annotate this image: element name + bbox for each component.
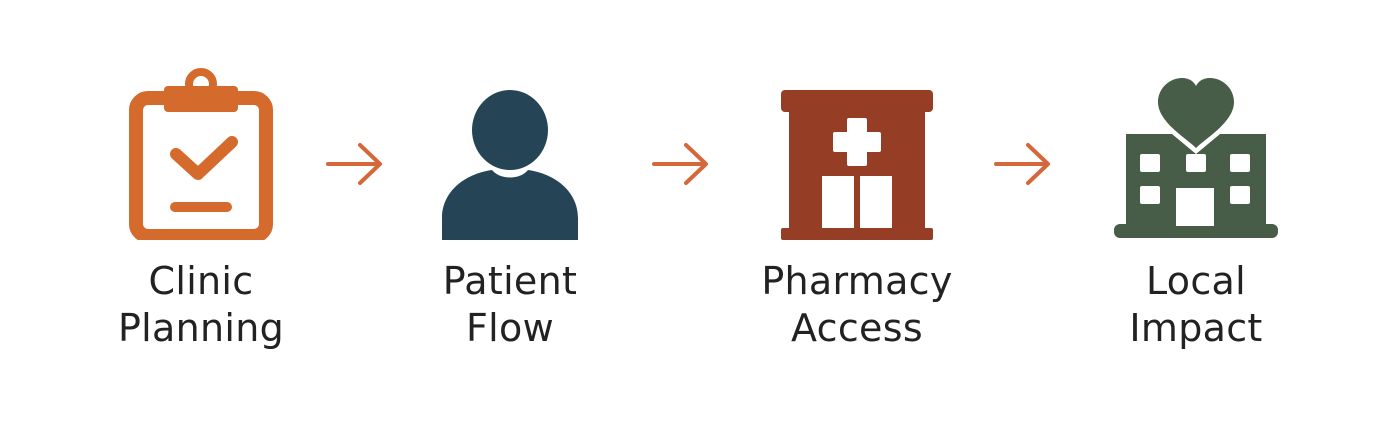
step-label: Clinic Planning — [118, 258, 284, 352]
step-label-line1: Patient — [442, 259, 578, 303]
step-pharmacy-access: Pharmacy Access — [727, 60, 987, 352]
step-label: Local Impact — [1129, 258, 1262, 352]
step-label-line2: Access — [791, 306, 923, 350]
step-patient-flow: Patient Flow — [380, 60, 640, 352]
step-label-line2: Impact — [1129, 306, 1263, 350]
step-label-line1: Pharmacy — [761, 259, 953, 303]
arrow-right-icon — [994, 141, 1052, 187]
step-label-line1: Clinic — [148, 259, 254, 303]
step-clinic-planning: Clinic Planning — [71, 60, 331, 352]
arrow-right-icon — [326, 141, 384, 187]
community-heart-building-icon — [1106, 60, 1286, 240]
step-local-impact: Local Impact — [1066, 60, 1326, 352]
step-label-line2: Planning — [117, 306, 285, 350]
step-label: Pharmacy Access — [761, 258, 952, 352]
step-label-line1: Local — [1145, 259, 1246, 303]
clipboard-check-icon — [111, 60, 291, 240]
arrow-right-icon — [652, 141, 710, 187]
step-label-line2: Flow — [466, 306, 554, 350]
person-icon — [420, 60, 600, 240]
pharmacy-building-icon — [767, 60, 947, 240]
step-label: Patient Flow — [443, 258, 577, 352]
